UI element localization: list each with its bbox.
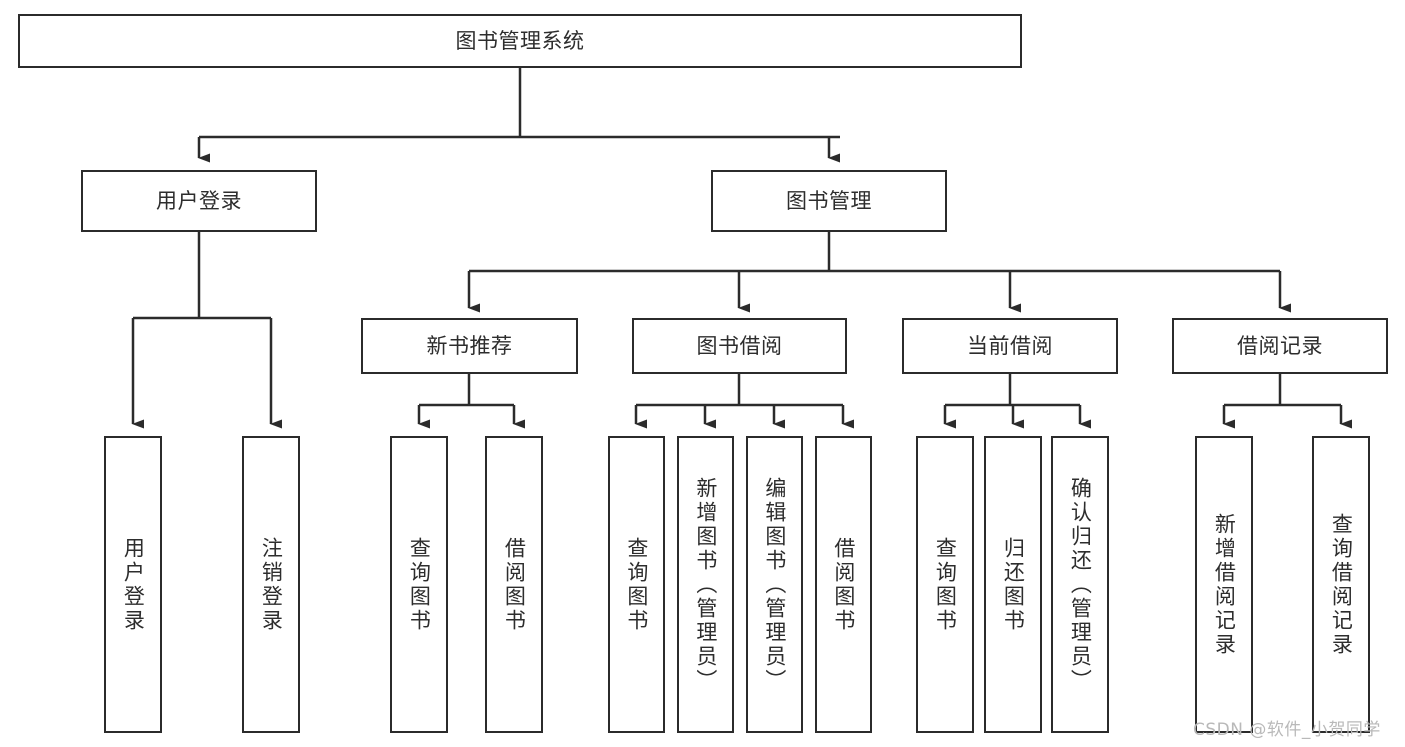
node-book-management[interactable]: 图书管理 [711, 170, 947, 232]
node-root-book-management-system[interactable]: 图书管理系统 [18, 14, 1022, 68]
node-label: 新书推荐 [426, 333, 513, 358]
node-label: 确认归还（管理员） [1068, 476, 1093, 693]
node-new-book-recommend[interactable]: 新书推荐 [361, 318, 578, 374]
node-leaf-query-book-bb[interactable]: 查询图书 [608, 436, 665, 733]
node-label: 注销登录 [259, 536, 284, 633]
node-leaf-confirm-return-admin[interactable]: 确认归还（管理员） [1051, 436, 1109, 733]
node-leaf-add-book-admin[interactable]: 新增图书（管理员） [677, 436, 734, 733]
node-label: 用户登录 [156, 188, 242, 213]
node-label: 编辑图书（管理员） [762, 476, 787, 693]
node-leaf-add-borrow-record[interactable]: 新增借阅记录 [1195, 436, 1253, 733]
node-label: 借阅图书 [831, 536, 856, 633]
node-label: 查询图书 [407, 536, 432, 633]
node-label: 当前借阅 [967, 333, 1053, 358]
node-leaf-edit-book-admin[interactable]: 编辑图书（管理员） [746, 436, 803, 733]
node-label: 查询图书 [933, 536, 958, 633]
node-leaf-logout[interactable]: 注销登录 [242, 436, 300, 733]
node-label: 查询图书 [624, 536, 649, 633]
node-label: 图书管理系统 [455, 28, 585, 53]
node-leaf-query-book-nb[interactable]: 查询图书 [390, 436, 448, 733]
node-label: 借阅图书 [502, 536, 527, 633]
node-label: 归还图书 [1001, 536, 1026, 633]
node-label: 借阅记录 [1237, 333, 1323, 358]
node-leaf-return-book[interactable]: 归还图书 [984, 436, 1042, 733]
node-leaf-query-book-cb[interactable]: 查询图书 [916, 436, 974, 733]
node-leaf-user-login[interactable]: 用户登录 [104, 436, 162, 733]
node-current-borrow[interactable]: 当前借阅 [902, 318, 1118, 374]
node-label: 新增图书（管理员） [693, 476, 718, 693]
node-leaf-query-borrow-record[interactable]: 查询借阅记录 [1312, 436, 1370, 733]
node-label: 用户登录 [121, 536, 146, 633]
node-label: 查询借阅记录 [1329, 512, 1354, 657]
csdn-watermark: CSDN @软件_小贺同学 [1193, 720, 1381, 740]
node-leaf-borrow-book-bb[interactable]: 借阅图书 [815, 436, 872, 733]
node-label: 图书借阅 [696, 333, 783, 358]
node-book-borrow[interactable]: 图书借阅 [632, 318, 847, 374]
node-user-login[interactable]: 用户登录 [81, 170, 317, 232]
node-borrow-record[interactable]: 借阅记录 [1172, 318, 1388, 374]
node-label: 图书管理 [786, 188, 872, 213]
node-label: 新增借阅记录 [1212, 512, 1237, 657]
node-leaf-borrow-book-nb[interactable]: 借阅图书 [485, 436, 543, 733]
